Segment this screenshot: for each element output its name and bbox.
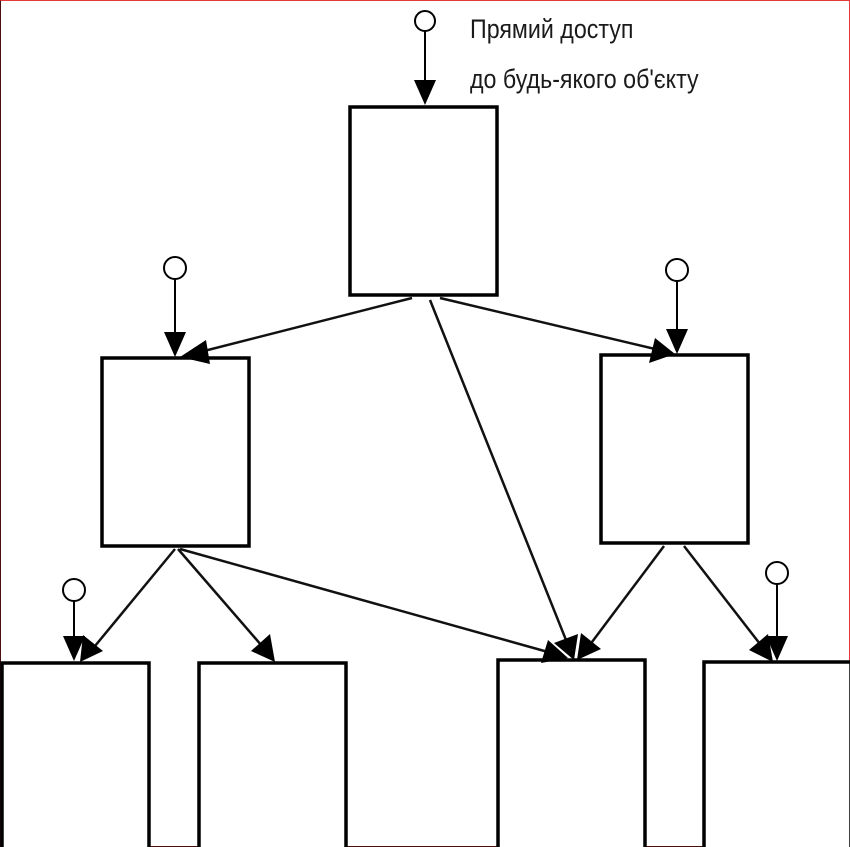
node-leaf-3 [496,658,647,847]
edge-left-leaf-1 [80,548,176,662]
node-root [348,105,499,297]
node-left [100,356,251,548]
node-leaf-4 [702,660,850,847]
access-pin-root [414,10,436,105]
edge-left-leaf-2 [177,548,275,662]
access-pin-leaf-1 [62,578,86,661]
edge-root-left [180,296,413,364]
access-pin-left [163,256,187,357]
node-leaf-1 [0,661,151,847]
caption-line-1: Прямий доступ [470,14,634,44]
access-pin-right [665,258,689,354]
direct-access-caption: Прямий доступ до будь-якого об'єкту [470,4,699,104]
caption-line-2: до будь-якого об'єкту [470,64,699,94]
access-pin-leaf-4 [765,561,789,661]
edge-right-leaf-3 [577,545,665,660]
edge-left-leaf-3 [179,547,568,663]
edge-root-leaf-3 [428,299,578,660]
node-leaf-2 [197,661,348,847]
edge-right-leaf-4 [683,545,773,662]
edge-root-right [439,296,675,363]
node-right [599,353,750,545]
